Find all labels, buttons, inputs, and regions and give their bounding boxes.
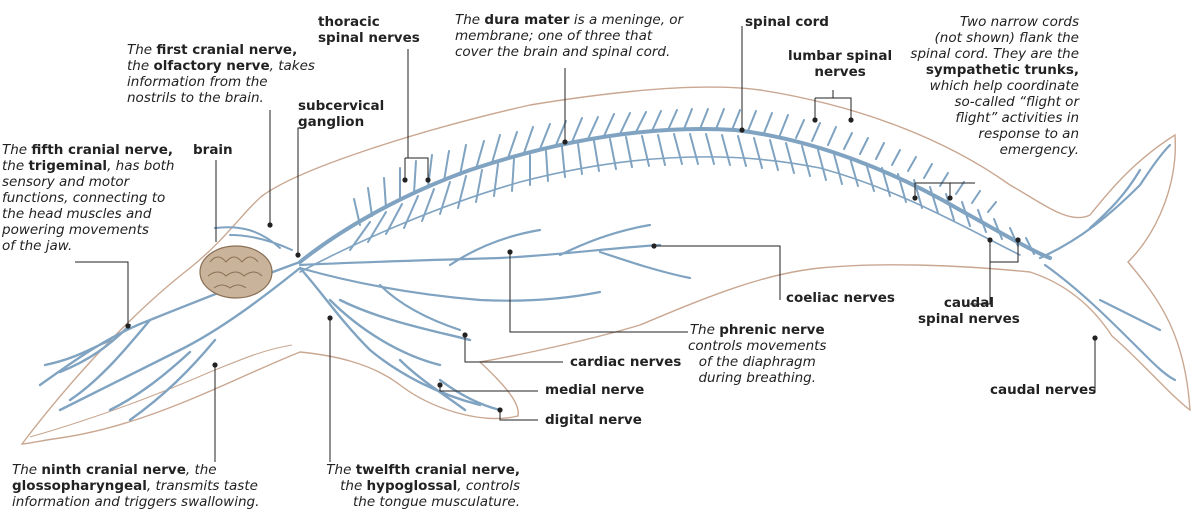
label-spinal-cord: spinal cord xyxy=(745,14,829,30)
annotation-phrenic-line-4: during breathing. xyxy=(698,370,817,386)
annotation-hypoglossal-nerve: The twelfth cranial nerve,the hypoglossa… xyxy=(326,462,520,510)
annotation-trigeminal-nerve: The fifth cranial nerve,the trigeminal, … xyxy=(2,142,175,254)
label-brain: brain xyxy=(193,142,233,158)
whale-body-outline xyxy=(20,86,1191,445)
jaw-line xyxy=(29,344,293,438)
olfactory-nerve xyxy=(214,226,293,251)
label-medial-nerve: medial nerve xyxy=(545,382,645,398)
caudal-nerves xyxy=(1038,143,1177,382)
label-coeliac-nerves: coeliac nerves xyxy=(786,290,895,306)
coeliac-nerves xyxy=(298,223,692,280)
brain xyxy=(199,245,273,299)
glossopharyngeal-nerve xyxy=(58,266,302,422)
flipper-nerves xyxy=(298,266,502,412)
phrenic-nerve xyxy=(298,266,602,332)
leader-dots xyxy=(125,117,1098,413)
label-cardiac-nerves: cardiac nerves xyxy=(570,354,682,370)
label-digital-nerve: digital nerve xyxy=(545,412,642,428)
spinal-cord xyxy=(298,127,1052,264)
trigeminal-nerve xyxy=(38,260,302,402)
label-caudal-nerves: caudal nerves xyxy=(990,382,1097,398)
spinal-nerve-branches xyxy=(349,108,1035,255)
annotation-olfactory-nerve: The first cranial nerve,the olfactory ne… xyxy=(127,42,315,106)
sympathetic-trunk xyxy=(299,155,1021,273)
leader-lines xyxy=(75,26,1096,462)
